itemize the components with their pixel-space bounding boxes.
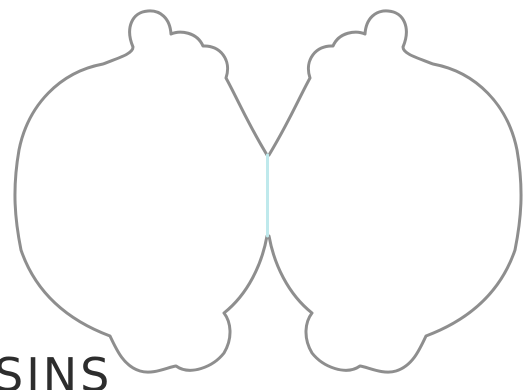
caption-text: SINS: [0, 352, 112, 390]
right-cloud-icon: [269, 11, 521, 372]
left-cloud-icon: [15, 11, 267, 372]
